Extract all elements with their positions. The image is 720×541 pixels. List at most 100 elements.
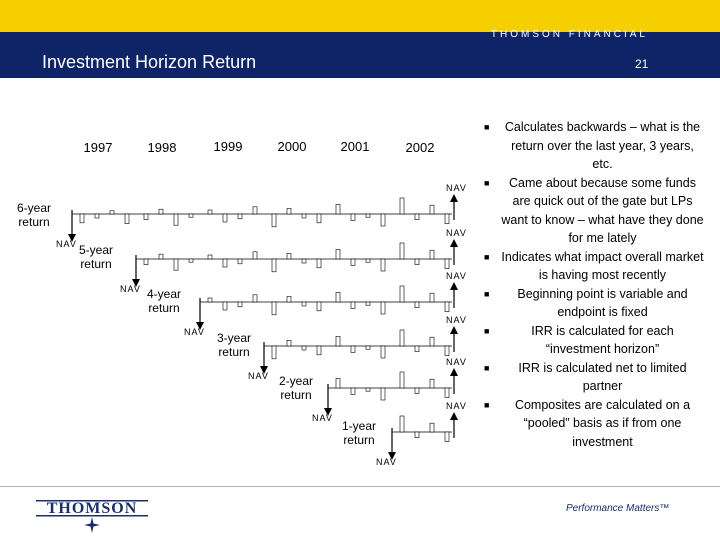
quarter-bar — [335, 378, 341, 389]
quarter-bar — [429, 378, 435, 389]
start-nav-arrowhead — [196, 322, 204, 330]
quarter-bar — [143, 213, 149, 220]
horizon-label-suffix: return — [280, 388, 311, 402]
quarter-bar — [399, 371, 405, 389]
quarter-bar — [286, 253, 292, 260]
quarter-bar — [380, 387, 386, 401]
quarter-bar — [207, 209, 213, 215]
end-nav-arrowhead — [450, 412, 458, 420]
quarter-bar — [271, 258, 277, 273]
bullet-icon: ■ — [484, 288, 490, 299]
year-label: 1997 — [84, 140, 113, 155]
horizon-label: 5-year — [79, 243, 113, 257]
quarter-bar — [380, 345, 386, 359]
year-label: 2000 — [278, 139, 307, 154]
quarter-bar — [365, 301, 371, 306]
horizon-label: 1-year — [342, 419, 376, 433]
quarter-bar — [222, 301, 228, 311]
start-nav-label: NAV — [56, 239, 77, 249]
end-nav-arrowhead — [450, 239, 458, 247]
quarter-bar — [399, 415, 405, 433]
bullet-item: ■Beginning point is variable and endpoin… — [484, 286, 688, 320]
year-label: 2002 — [406, 140, 435, 155]
quarter-bar — [271, 345, 277, 360]
quarter-bar — [301, 301, 307, 307]
bullet-icon: ■ — [484, 399, 490, 410]
bullet-item: ■IRR is calculated net to limited partne… — [484, 360, 687, 394]
quarter-bar — [316, 258, 322, 269]
end-nav-label: NAV — [446, 228, 467, 238]
quarter-bar — [286, 340, 292, 347]
quarter-bar — [380, 213, 386, 227]
start-nav-arrowhead — [260, 366, 268, 374]
end-nav-arrowhead — [450, 326, 458, 334]
quarter-bar — [444, 431, 450, 442]
logo-mark: THOMSON — [36, 500, 148, 533]
start-nav-arrowhead — [324, 408, 332, 416]
footer-divider — [0, 486, 720, 487]
quarter-bar — [429, 422, 435, 433]
year-label: 1998 — [148, 140, 177, 155]
end-nav-label: NAV — [446, 401, 467, 411]
quarter-bar — [350, 213, 356, 221]
tagline: Performance Matters™ — [566, 503, 670, 514]
quarter-bar — [414, 387, 420, 394]
quarter-bar — [350, 345, 356, 353]
end-nav-arrowhead — [450, 368, 458, 376]
start-nav-label: NAV — [248, 371, 269, 381]
end-nav-label: NAV — [446, 357, 467, 367]
quarter-bar — [365, 387, 371, 392]
bullet-icon: ■ — [484, 122, 490, 132]
quarter-bar — [286, 208, 292, 215]
quarter-bar — [365, 345, 371, 350]
quarter-bar — [380, 301, 386, 315]
thomson-logo: THOMSON — [36, 494, 148, 536]
bullet-icon: ■ — [484, 251, 490, 262]
quarter-bar — [350, 258, 356, 266]
end-nav-arrowhead — [450, 194, 458, 202]
quarter-bar — [301, 258, 307, 264]
quarter-bar — [399, 329, 405, 347]
horizon-label: 2-year — [279, 374, 313, 388]
quarter-bar — [301, 213, 307, 219]
header-title-band — [0, 32, 720, 78]
quarter-bar — [335, 292, 341, 303]
quarter-bar — [414, 345, 420, 352]
quarter-bar — [380, 258, 386, 272]
quarter-bar — [399, 197, 405, 215]
quarter-bar — [429, 204, 435, 215]
quarter-bar — [143, 258, 149, 265]
quarter-bar — [271, 301, 277, 316]
quarter-bar — [444, 258, 450, 269]
quarter-bar — [444, 213, 450, 224]
quarter-bar — [444, 301, 450, 312]
horizon-label-suffix: return — [148, 301, 179, 315]
quarter-bar — [399, 242, 405, 260]
quarter-bar — [188, 213, 194, 218]
horizon-label-suffix: return — [80, 257, 111, 271]
quarter-bar — [124, 213, 130, 224]
quarter-bar — [237, 258, 243, 265]
quarter-bar — [335, 336, 341, 347]
quarter-bar — [94, 213, 100, 219]
bullet-list: ■Calculates backwards – what is the retu… — [480, 118, 705, 451]
quarter-bar — [414, 213, 420, 220]
quarter-bar — [252, 206, 258, 215]
start-nav-label: NAV — [184, 327, 205, 337]
bullet-icon: ■ — [484, 325, 490, 336]
quarter-bar — [350, 387, 356, 395]
quarter-bar — [188, 258, 194, 263]
quarter-bar — [414, 258, 420, 265]
quarter-bar — [316, 213, 322, 224]
quarter-bar — [207, 297, 213, 303]
start-nav-arrowhead — [68, 234, 76, 242]
quarter-bar — [429, 336, 435, 347]
quarter-bar — [414, 431, 420, 438]
quarter-bar — [316, 301, 322, 312]
quarter-bar — [301, 345, 307, 351]
end-nav-label: NAV — [446, 183, 467, 193]
